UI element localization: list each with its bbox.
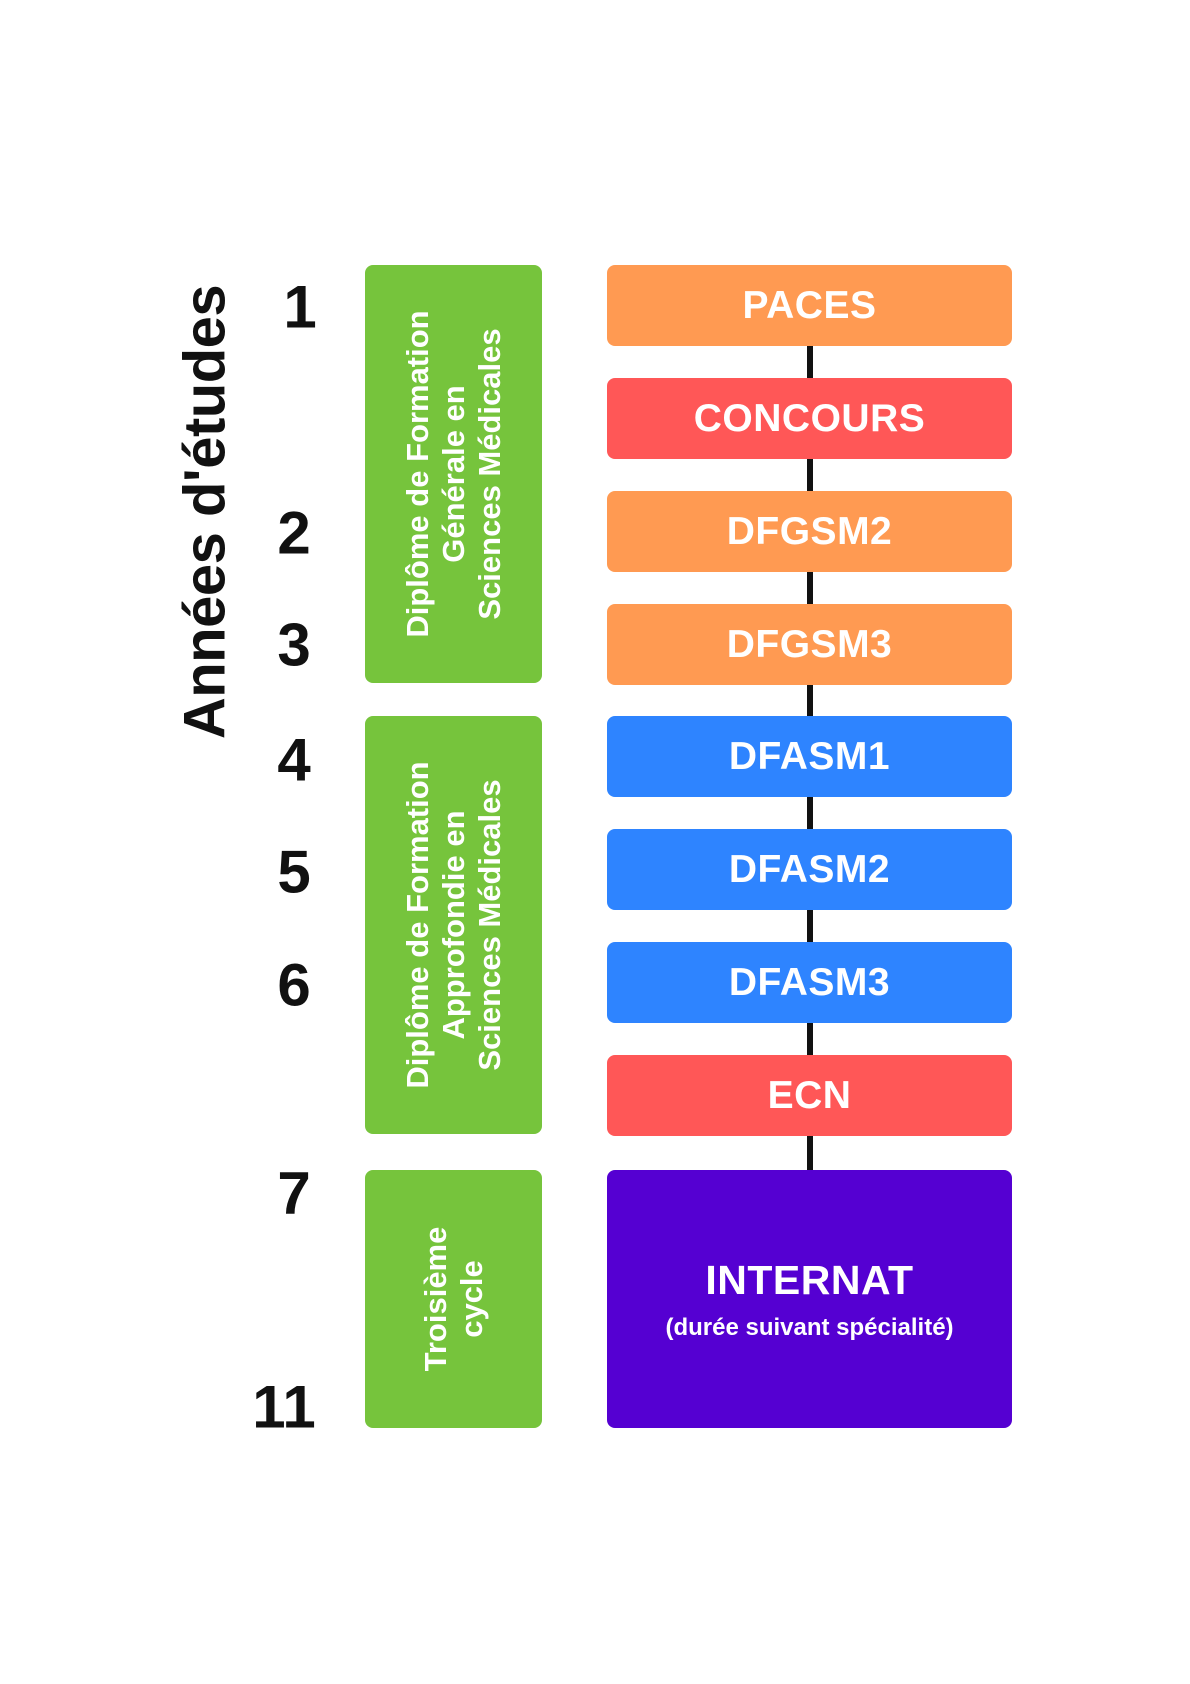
diploma-general-text: Diplôme de Formation Générale en Science… [400,310,508,637]
step-paces: PACES [607,265,1012,346]
step-dfgsm2: DFGSM2 [607,491,1012,572]
axis-title: Années d'études [172,285,239,739]
step-dfasm2: DFASM2 [607,829,1012,910]
diploma-troisieme-cycle: Troisième cycle [365,1170,542,1428]
diploma-troisieme-cycle-text: Troisième cycle [418,1227,490,1372]
year-label-3: 3 [249,611,339,680]
step-dfgsm3: DFGSM3 [607,604,1012,685]
step-dfasm1: DFASM1 [607,716,1012,797]
year-label-6: 6 [249,951,339,1020]
step-concours: CONCOURS [607,378,1012,459]
year-label-1: 1 [255,273,345,342]
diploma-approfondie-text: Diplôme de Formation Approfondie en Scie… [400,761,508,1088]
year-label-5: 5 [249,838,339,907]
diploma-general: Diplôme de Formation Générale en Science… [365,265,542,683]
step-ecn: ECN [607,1055,1012,1136]
step-internat: INTERNAT (durée suivant spécialité) [607,1170,1012,1428]
year-label-4: 4 [249,726,339,795]
internat-title: INTERNAT [705,1257,913,1304]
internat-subtitle: (durée suivant spécialité) [665,1314,953,1342]
step-dfasm3: DFASM3 [607,942,1012,1023]
year-label-11: 11 [239,1373,329,1442]
year-label-2: 2 [249,499,339,568]
year-label-7: 7 [249,1159,339,1228]
diploma-approfondie: Diplôme de Formation Approfondie en Scie… [365,716,542,1134]
